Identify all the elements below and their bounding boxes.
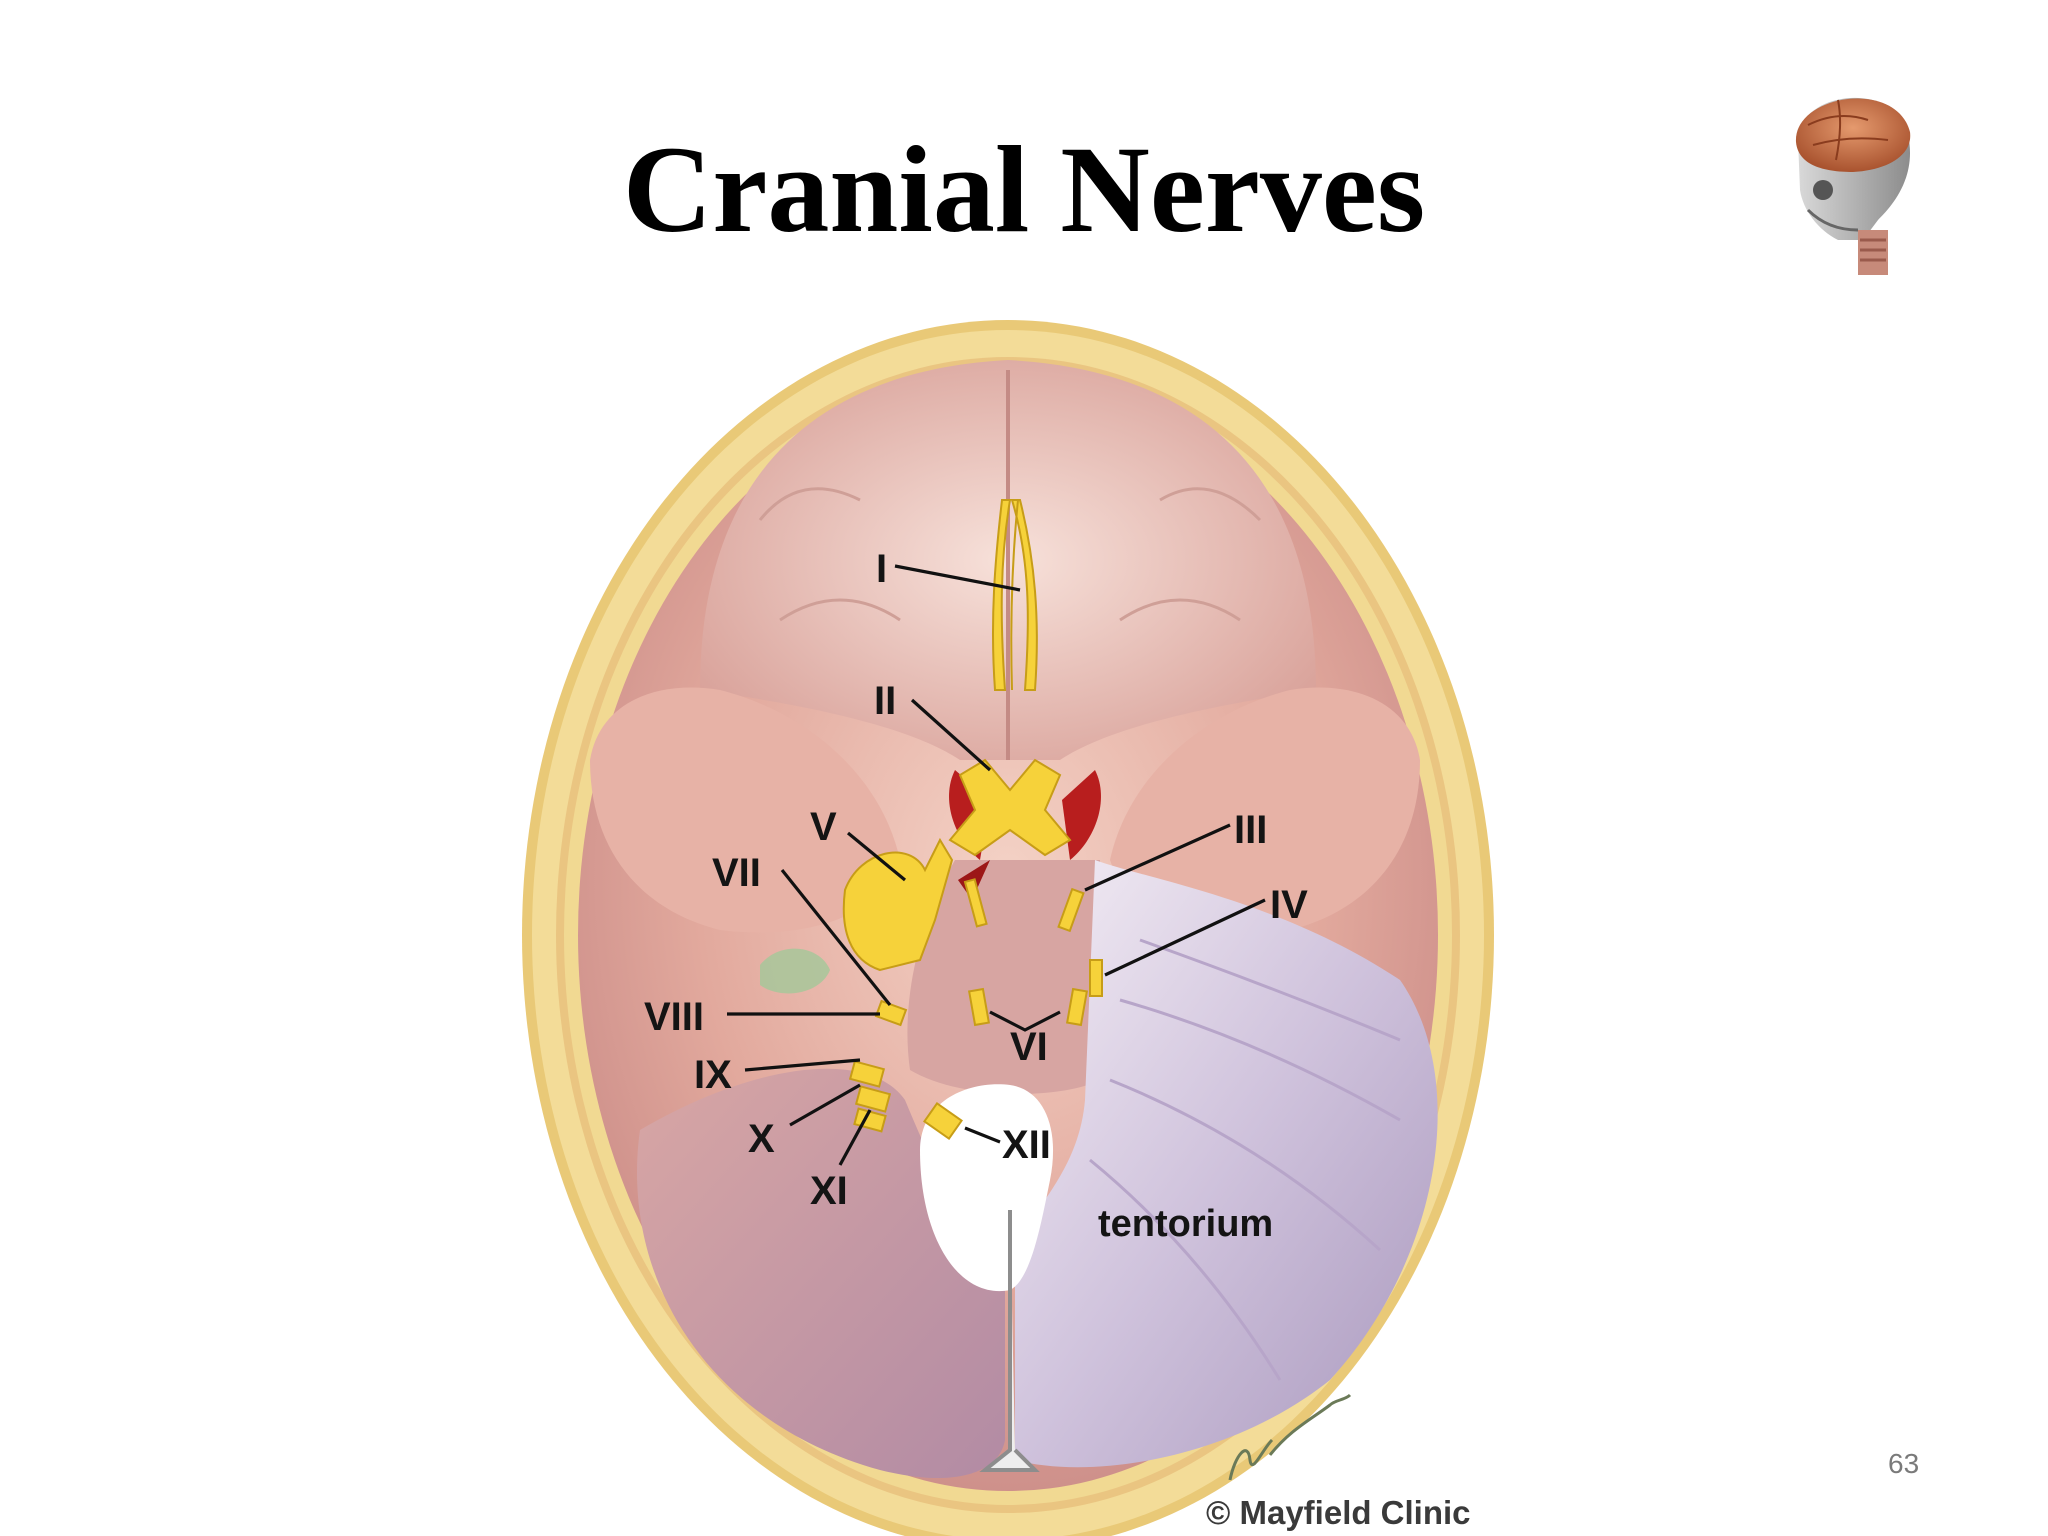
- label-XI: XI: [810, 1169, 848, 1213]
- olfactory-nerves: [991, 499, 1038, 691]
- label-I: I: [876, 547, 887, 591]
- label-IV: IV: [1270, 883, 1308, 927]
- label-V: V: [810, 805, 837, 849]
- trigeminal-nerve: [842, 837, 954, 972]
- middle-fossa-right: [1110, 687, 1420, 933]
- label-tentorium: tentorium: [1098, 1203, 1273, 1245]
- middle-fossa-left: [590, 687, 900, 933]
- clivus: [907, 860, 1100, 1094]
- label-VII: VII: [712, 851, 761, 895]
- foramen-magnum: [920, 1084, 1054, 1292]
- optic-chiasm: [948, 758, 1072, 857]
- label-X: X: [748, 1117, 775, 1161]
- skull-brain-icon: [1795, 97, 1911, 275]
- slide-number: 63: [1888, 1448, 1920, 1479]
- label-IX: IX: [694, 1053, 732, 1097]
- cranial-nerve-stubs: [848, 878, 1103, 1141]
- leader-lines: [727, 564, 1266, 1166]
- label-XII: XII: [1002, 1123, 1051, 1167]
- label-III: III: [1234, 808, 1267, 852]
- label-VIII: VIII: [644, 995, 704, 1039]
- posterior-fossa-left: [637, 1068, 1005, 1479]
- label-II: II: [874, 679, 896, 723]
- label-VI: VI: [1010, 1025, 1048, 1069]
- slide-title: Cranial Nerves: [622, 121, 1426, 258]
- image-credit: © Mayfield Clinic: [1206, 1494, 1471, 1531]
- artist-signature: [1228, 1393, 1352, 1481]
